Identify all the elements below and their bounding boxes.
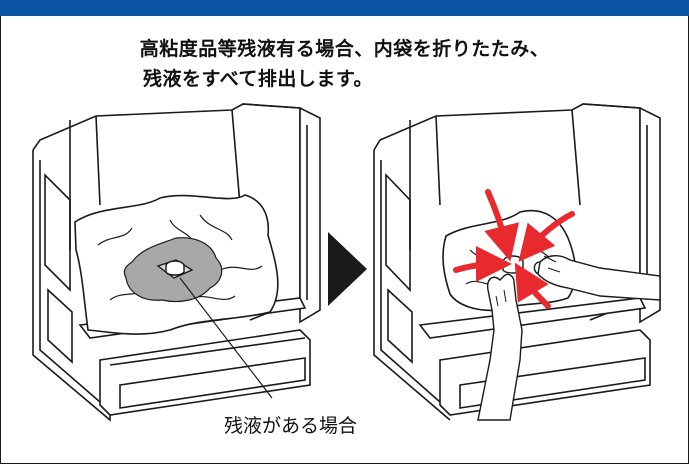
arrow-from-top [484, 189, 520, 262]
instruction-line-1: 高粘度品等残液有る場合、内袋を折りたたみ、 [139, 38, 550, 60]
arrow-from-left [453, 246, 512, 283]
arrow-from-upper-right [518, 211, 575, 262]
caption-leader-line [179, 277, 273, 399]
caption-residual-liquid: 残液がある場合 [224, 415, 358, 437]
drain-fitting-right [502, 255, 524, 274]
instruction-line-2: 残液をすべて排出します。 [143, 68, 374, 90]
fold-direction-arrows [453, 189, 575, 309]
folding-bag-illustration [373, 103, 661, 421]
next-step-arrow [328, 232, 367, 306]
drain-fitting [156, 259, 194, 279]
arrow-from-lower-right [514, 262, 551, 309]
instruction-text: 高粘度品等残液有る場合、内袋を折りたたみ、 残液をすべて排出します。 [0, 34, 689, 94]
header-bar [0, 0, 689, 16]
